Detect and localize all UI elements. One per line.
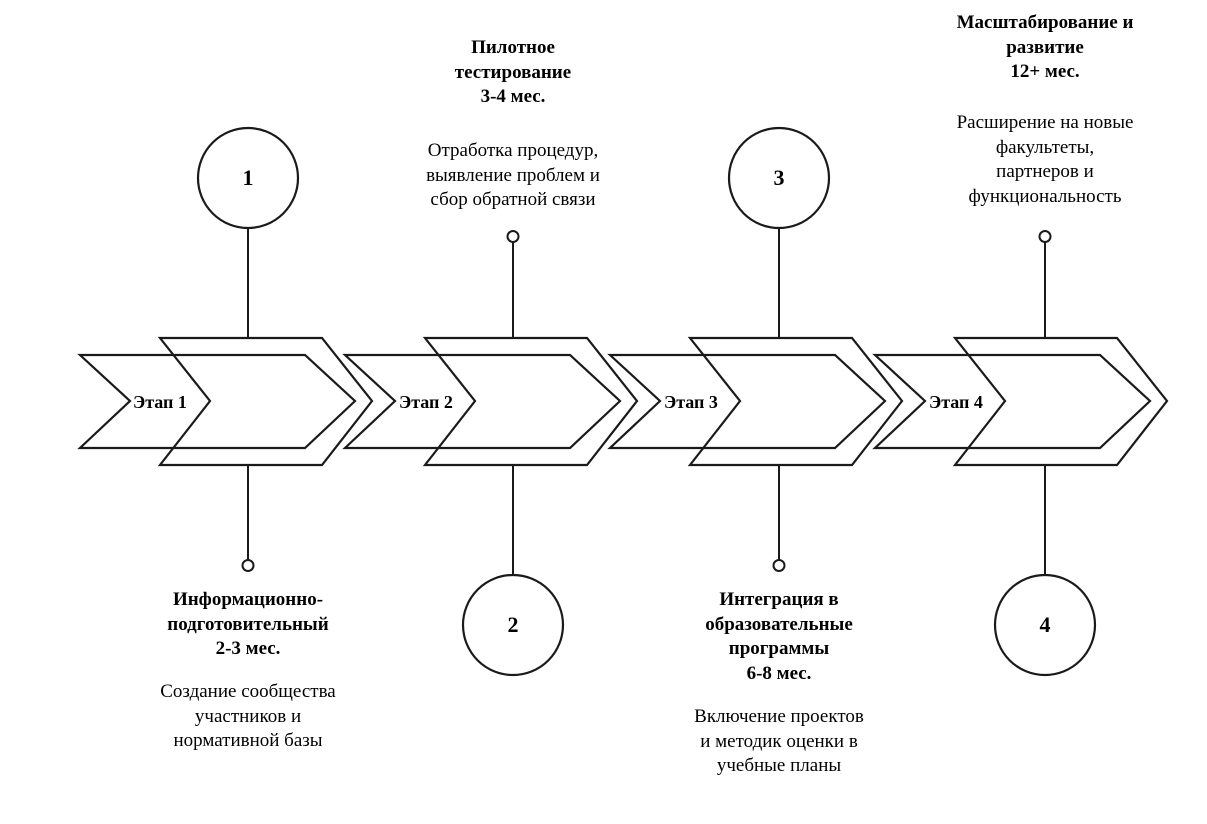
stage-3-caption-dot bbox=[772, 559, 786, 572]
stage-3-chevron-label: Этап 3 bbox=[664, 392, 718, 412]
stage-1-caption-dot bbox=[241, 559, 255, 572]
stage-2-marker-number: 2 bbox=[507, 612, 519, 637]
stage-3-back-chevron bbox=[687, 336, 904, 467]
stage-1-back-chevron bbox=[157, 336, 374, 467]
stage-2-caption-title: Пилотное тестирование 3-4 мес. bbox=[454, 37, 572, 108]
stage-1-caption-title: Информационно- подготовительный 2-3 мес. bbox=[167, 589, 329, 660]
stage-2-caption-dot bbox=[506, 230, 520, 243]
stage-2-front-chevron bbox=[342, 353, 622, 450]
stage-1-chevron-label: Этап 1 bbox=[133, 392, 187, 412]
stage-4-front-chevron bbox=[872, 353, 1152, 450]
stage-2-back-chevron bbox=[422, 336, 639, 467]
stage-2-marker-circle bbox=[461, 573, 565, 677]
stage-4-caption-title: Масштабирование и развитие 12+ мес. bbox=[956, 12, 1134, 83]
stage-1-caption-description: Создание сообщества участников и нормати… bbox=[160, 681, 336, 752]
stage-1-front-chevron bbox=[77, 353, 357, 450]
stage-3-marker-number: 3 bbox=[773, 165, 785, 190]
stage-4-chevron-label: Этап 4 bbox=[929, 392, 983, 412]
stage-1-marker-number: 1 bbox=[242, 165, 254, 190]
stage-3-marker-circle bbox=[727, 126, 831, 230]
stage-4-caption-dot bbox=[1038, 230, 1052, 243]
stage-3-front-chevron bbox=[607, 353, 887, 450]
stage-2-caption-description: Отработка процедур, выявление проблем и … bbox=[426, 140, 600, 211]
stage-4-back-chevron bbox=[952, 336, 1169, 467]
stage-3-caption-title: Интеграция в образовательные программы 6… bbox=[705, 589, 853, 685]
stage-4-marker-number: 4 bbox=[1039, 612, 1051, 637]
stage-4-caption-description: Расширение на новые факультеты, партнеро… bbox=[956, 112, 1134, 208]
stage-2-chevron-label: Этап 2 bbox=[399, 392, 453, 412]
stage-3-caption-description: Включение проектов и методик оценки в уч… bbox=[694, 706, 864, 777]
stage-1-marker-circle bbox=[196, 126, 300, 230]
stage-4-marker-circle bbox=[993, 573, 1097, 677]
